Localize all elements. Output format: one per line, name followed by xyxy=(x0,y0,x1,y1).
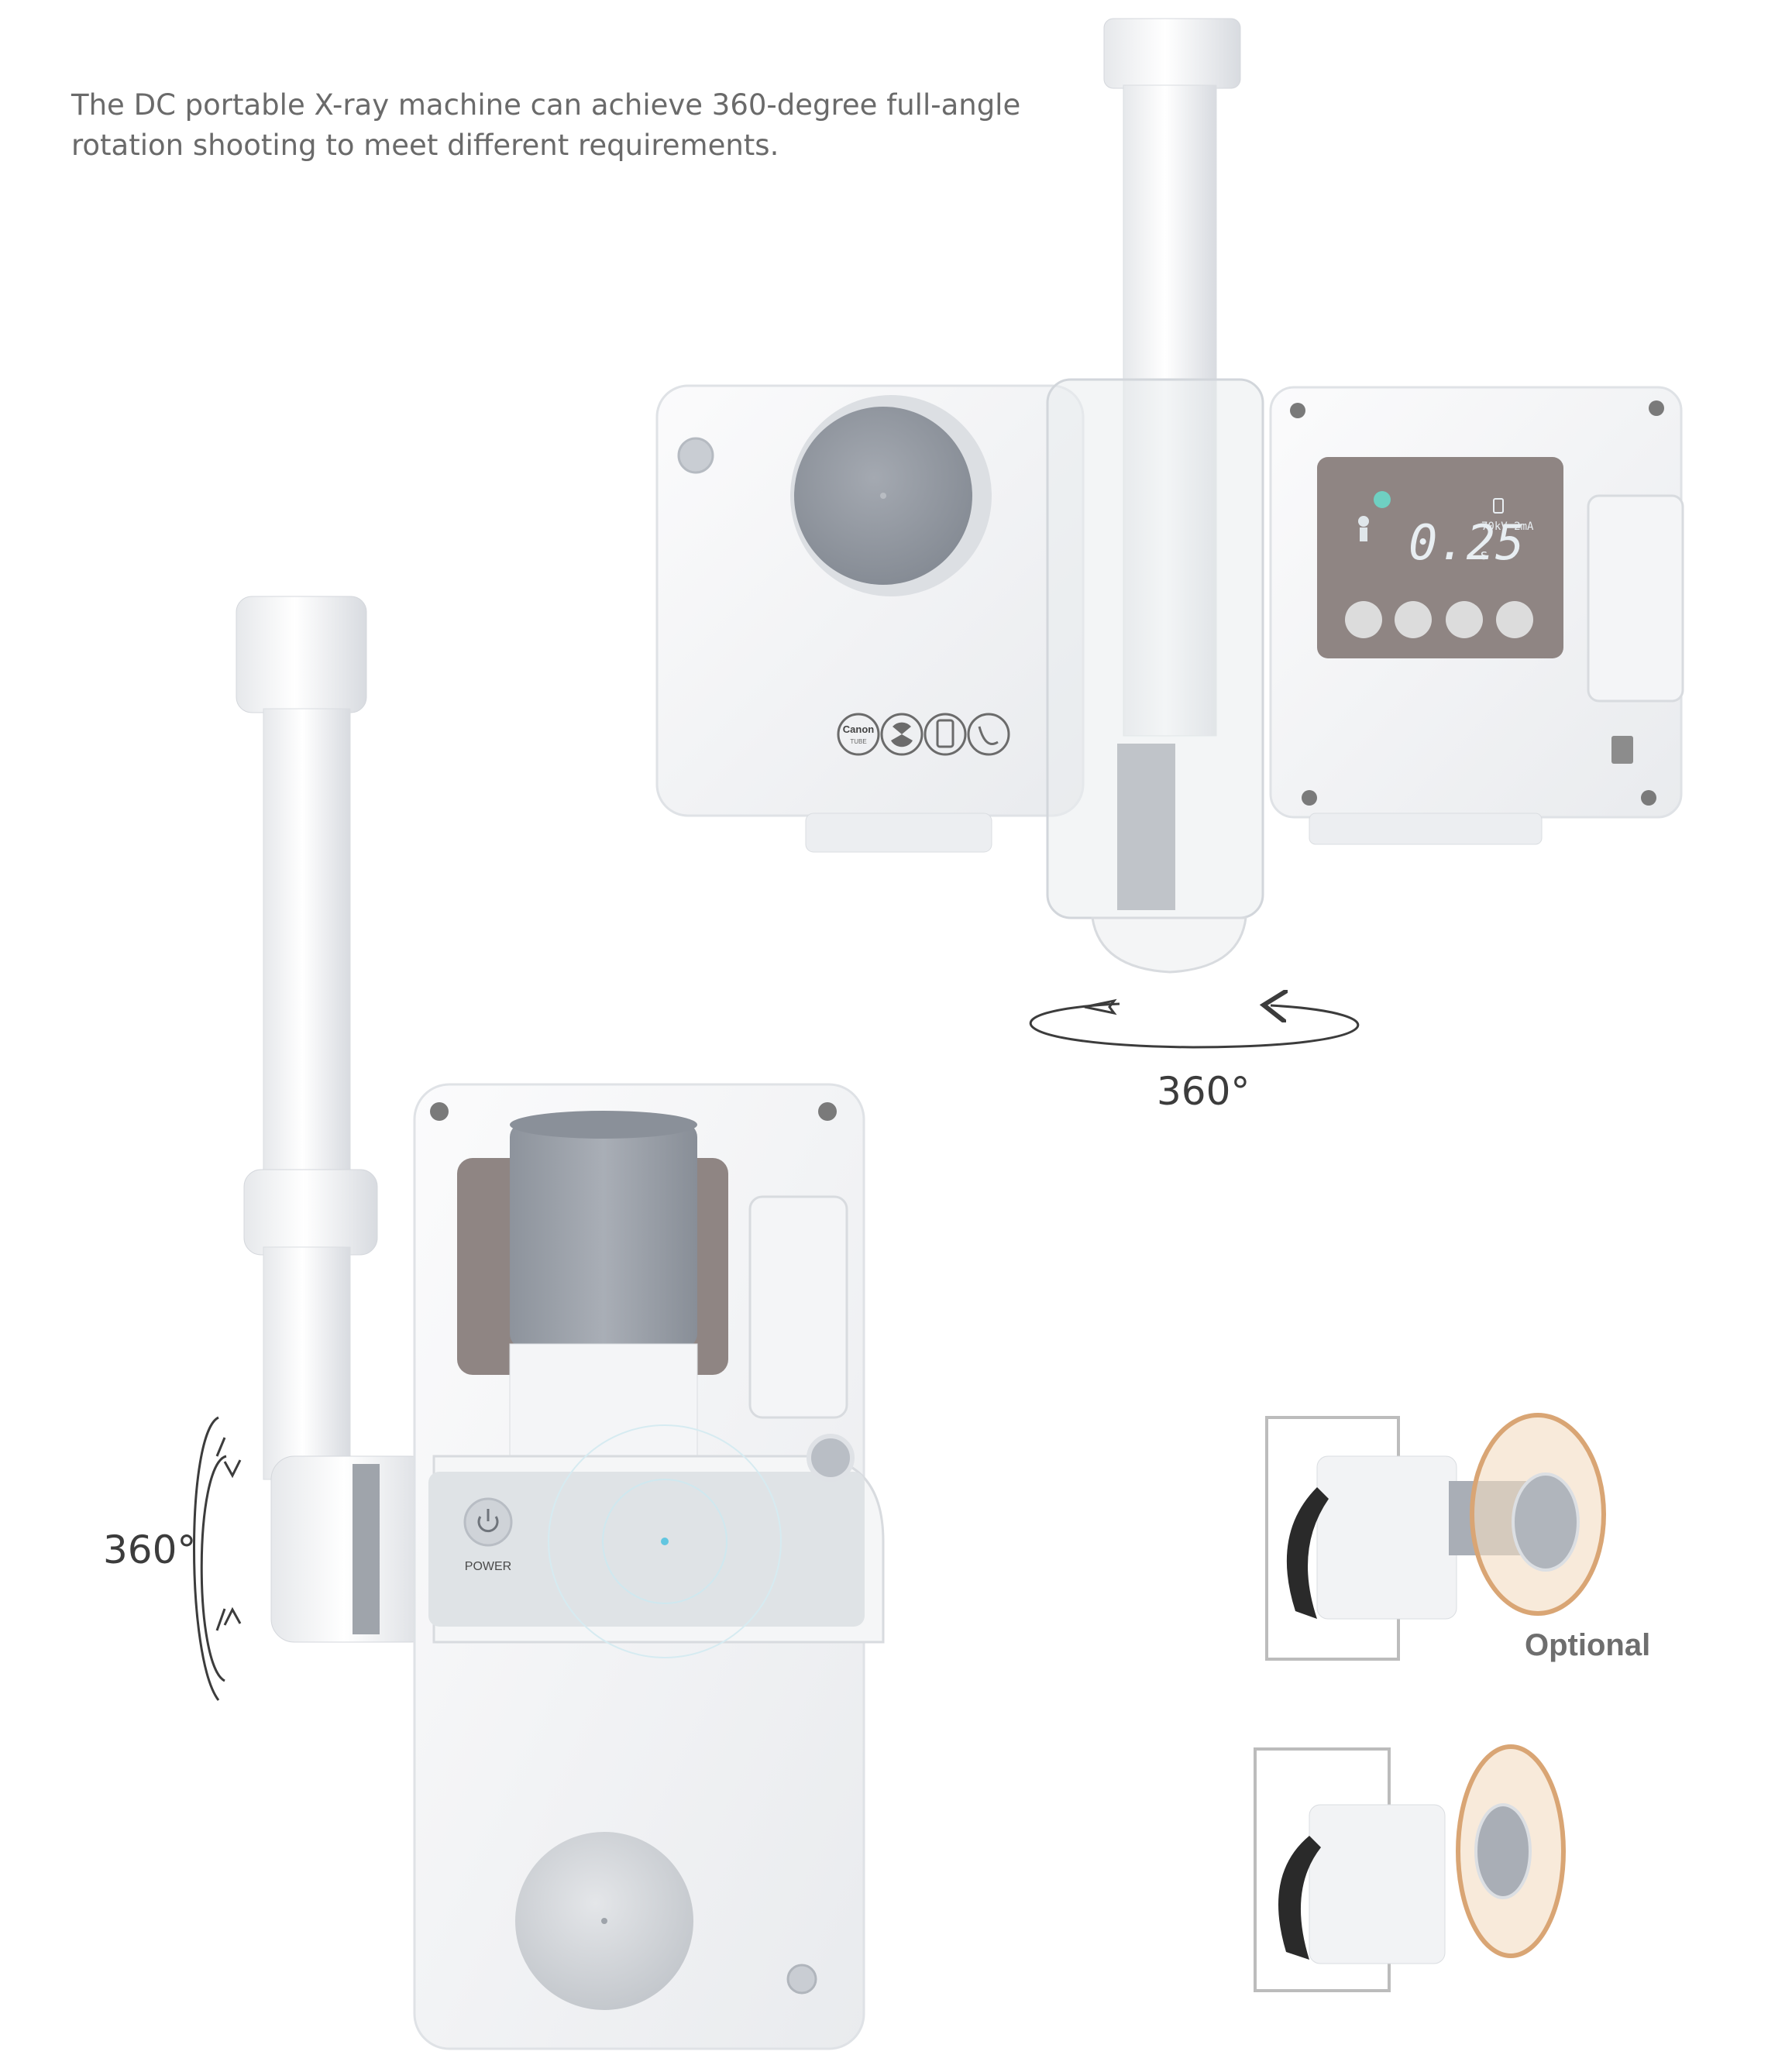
canon-logo-subtext: TUBE xyxy=(850,738,866,745)
certification-icons: Canon TUBE xyxy=(837,713,1010,756)
battery-icon xyxy=(924,713,967,756)
panel-button-3 xyxy=(1446,601,1483,638)
power-button xyxy=(463,1497,513,1547)
panel-button-1 xyxy=(1345,601,1382,638)
device-top: Canon TUBE 0.25 s 70kV 2mA xyxy=(655,18,1684,974)
strap-icon xyxy=(1278,1836,1321,1960)
horizontal-rotation-label: 360° xyxy=(1157,1069,1250,1114)
horizontal-rotation-arrow-icon xyxy=(1030,1001,1360,1049)
accessory-image-1 xyxy=(1265,1413,1606,1661)
battery-status-icon xyxy=(1493,498,1504,514)
status-indicator-icon xyxy=(661,1538,669,1545)
knob-icon xyxy=(807,1434,855,1482)
strap-icon xyxy=(1286,1487,1329,1619)
power-label: POWER xyxy=(465,1560,511,1573)
panel-button-4 xyxy=(1496,601,1533,638)
vertical-rotation-label: 360° xyxy=(103,1527,197,1572)
canon-logo-text: Canon xyxy=(843,723,875,735)
exposure-unit: s xyxy=(1480,547,1488,563)
port-icon xyxy=(1611,736,1633,764)
optional-label: Optional xyxy=(1525,1628,1651,1662)
exposure-params: 70kV 2mA xyxy=(1481,521,1534,533)
cone-tube xyxy=(510,1123,697,1348)
hand-icon xyxy=(967,713,1010,756)
accessory-image-2 xyxy=(1254,1744,1566,1992)
device-bottom: POWER xyxy=(236,596,885,2050)
panel-button-2 xyxy=(1395,601,1432,638)
exposure-time: 0.25 xyxy=(1408,514,1524,571)
caption-line-2: rotation shooting to meet different requ… xyxy=(71,129,779,162)
radiation-icon xyxy=(880,713,924,756)
knob-icon xyxy=(677,437,714,474)
power-icon xyxy=(477,1509,499,1533)
description-caption: The DC portable X-ray machine can achiev… xyxy=(71,85,1078,166)
patient-icon xyxy=(1358,516,1369,527)
caption-line-1: The DC portable X-ray machine can achiev… xyxy=(71,88,1021,122)
vertical-rotation-arrow-icon xyxy=(193,1416,242,1701)
check-icon xyxy=(1374,491,1391,508)
